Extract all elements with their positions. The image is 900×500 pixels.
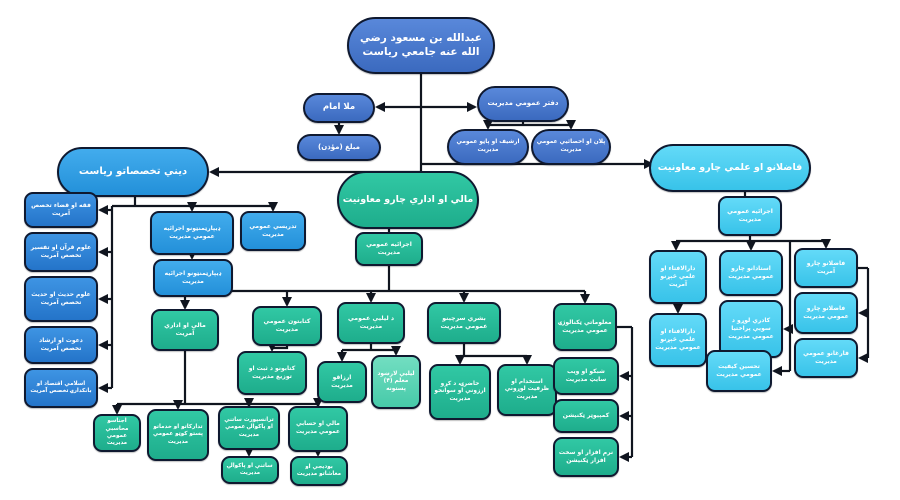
node-departments-exec-gm: ډيپارټمنټونو اجرائيه عمومي مديريت xyxy=(150,211,234,255)
node-satina-pakwali: ساتنې او پاکوالۍ مديريت xyxy=(221,456,279,484)
node-dini-riyasat: ديني تخصصاتو رياست xyxy=(57,147,209,197)
node-bashari-sarchino-gm: بشري سرچينو عمومي مديريت xyxy=(427,302,501,344)
node-ustadano-charo: استادانو چارو عمومي مديريت xyxy=(719,250,783,296)
node-islami-iqtisad-amiriat: اسلامي اقتصاد او بانکدارۍ تخصص آمريت xyxy=(24,368,98,408)
node-dawat-irshad-amiriat: دعوت او ارشاد تخصص آمريت xyxy=(24,326,98,364)
node-darul-ifta-amiriat: دارالافتاء او علمي څېړنو آمريت xyxy=(649,250,707,304)
node-network-web: شبکو او ويب سايټ مديريت xyxy=(553,357,619,395)
node-fazilano-muawiniat: فاضلانو او علمي چارو معاونيت xyxy=(649,144,811,192)
node-software-tech: نرم افزار او سخت افزار ټکنيشن xyxy=(553,437,619,477)
node-departments-exec: ډيپارټمنټونو اجرائيه مديريت xyxy=(153,259,233,297)
node-arzaq: ارزاقو مديريت xyxy=(317,361,367,403)
node-hadith-amiriat: علوم حديث او حديث تخصص آمريت xyxy=(24,276,98,322)
node-ijraiya-gm-right: اجرائيه عمومي مديريت xyxy=(718,196,782,236)
node-tadarukat: تدارکاتو او خدماتو پستو کوټو عمومي مديري… xyxy=(147,409,209,461)
node-quran-tafsir-amiriat: علوم قرآن او تفسير تخصص آمريت xyxy=(24,232,98,272)
node-budija-mashato: بوديجې او معاشاتو مديريت xyxy=(290,456,348,486)
connector-edge xyxy=(266,341,289,353)
node-farghano-gm: فارغانو عمومي مديريت xyxy=(794,338,858,378)
node-tahsin-kaifiat: تحسين کيفيت عمومي مديريت xyxy=(706,350,772,392)
node-istikhdam: استخدام او ظرفيت لوړونې مديريت xyxy=(497,364,557,416)
node-kadri-parakhtia: کادري لوړو د سويې پراختيا عمومي مديريت xyxy=(719,300,783,358)
node-fazilano-amiriat: فاضلانو چارو آمريت xyxy=(794,248,858,288)
node-tadrisi-gm: تدريسي عمومي مديريت xyxy=(240,211,306,251)
node-general-office: دفتر عمومي مديريت xyxy=(477,86,569,122)
node-kitabtun-gm: کتابتون عمومي مديريت xyxy=(252,306,322,346)
node-root: عبدالله بن مسعود رضي الله عنه جامعي رياس… xyxy=(347,17,495,74)
node-computer-tech: کمپيوټر ټکنيشن xyxy=(553,399,619,433)
node-hazari-sawaniho: حاضرۍ، د کړو ارزونې او سوانحو مديريت xyxy=(429,364,491,420)
node-plan-stats-gm: پلان او احصائيې عمومي مديريت xyxy=(531,129,611,165)
node-mullah-imam: ملا امام xyxy=(303,93,375,123)
node-it-gm: معلوماتي ټکنالوژۍ عمومي مديريت xyxy=(553,303,617,351)
node-ajnaso-muhasiba: اجناسو محاسبې عمومي مديريت xyxy=(93,414,141,452)
node-muazzin: مبلغ (مؤذن) xyxy=(297,134,381,161)
node-lilya-teacher: ليليې لارښود معلم (۴) پستونه xyxy=(371,355,421,409)
node-fiqh-qaza-amiriat: فقه او قضاء تخصص آمريت xyxy=(24,192,98,228)
node-archive-gm: ارشيف او پاڼو عمومي مديريت xyxy=(447,129,529,165)
node-mali-hisabi: مالي او حسابي عمومي مديريت xyxy=(288,406,348,452)
node-mali-idari-amiriat: مالي او اداري آمريت xyxy=(151,309,219,351)
node-darul-ifta-gm: دارالافتاء او علمي څېړنو عمومي مديريت xyxy=(649,313,707,367)
node-fazilano-gm: فاضلانو چارو عمومي مديريت xyxy=(794,292,858,334)
node-transport: ترانسپورت ساتنې او پاکوالۍ عمومي مديريت xyxy=(218,406,280,450)
node-kitab-sabt: کتابونو د ثبت او توزيع مديريت xyxy=(237,351,307,395)
node-ijraiya-gm-mid: اجرائيه عمومي مديريت xyxy=(355,232,423,266)
node-lilya-gm: د ليليې عمومي مديريت xyxy=(337,302,405,344)
node-mali-muawiniat: مالي او اداري چارو معاونيت xyxy=(337,171,479,229)
